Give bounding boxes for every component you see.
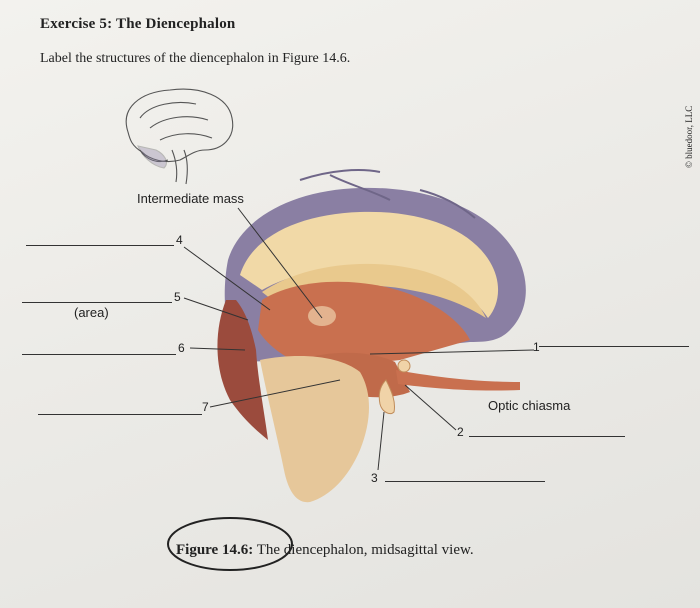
label-number-1: 1: [533, 340, 540, 354]
figure-caption: Figure 14.6: The diencephalon, midsagitt…: [176, 542, 474, 559]
answer-blank-1[interactable]: [539, 346, 689, 347]
answer-blank-3[interactable]: [385, 481, 545, 482]
answer-blank-6[interactable]: [22, 354, 176, 355]
handwritten-circle: [167, 517, 293, 571]
leader-lines: [183, 207, 535, 471]
label-number-5: 5: [174, 290, 181, 304]
label-intermediate-mass: Intermediate mass: [137, 191, 244, 206]
label-number-4: 4: [176, 233, 183, 247]
orientation-brain-thumbnail: [125, 88, 234, 185]
brain-midsagittal-illustration: [217, 169, 526, 503]
exercise-instructions: Label the structures of the diencephalon…: [40, 51, 351, 66]
label-number-7: 7: [202, 400, 209, 414]
label-number-3: 3: [371, 471, 378, 485]
label-optic-chiasma: Optic chiasma: [488, 398, 571, 413]
copyright-notice: © bluedoor, LLC: [684, 105, 694, 168]
answer-blank-4[interactable]: [26, 245, 174, 246]
caption-figure-number: Figure 14.6:: [176, 542, 254, 558]
label-area: (area): [74, 305, 109, 320]
caption-text: The diencephalon, midsagittal view.: [256, 542, 474, 558]
answer-blank-7[interactable]: [38, 414, 202, 415]
answer-blank-5[interactable]: [22, 302, 172, 303]
label-number-6: 6: [178, 341, 185, 355]
exercise-title: Exercise 5: The Diencephalon: [40, 16, 236, 32]
answer-blank-2[interactable]: [469, 436, 625, 437]
label-number-2: 2: [457, 425, 464, 439]
